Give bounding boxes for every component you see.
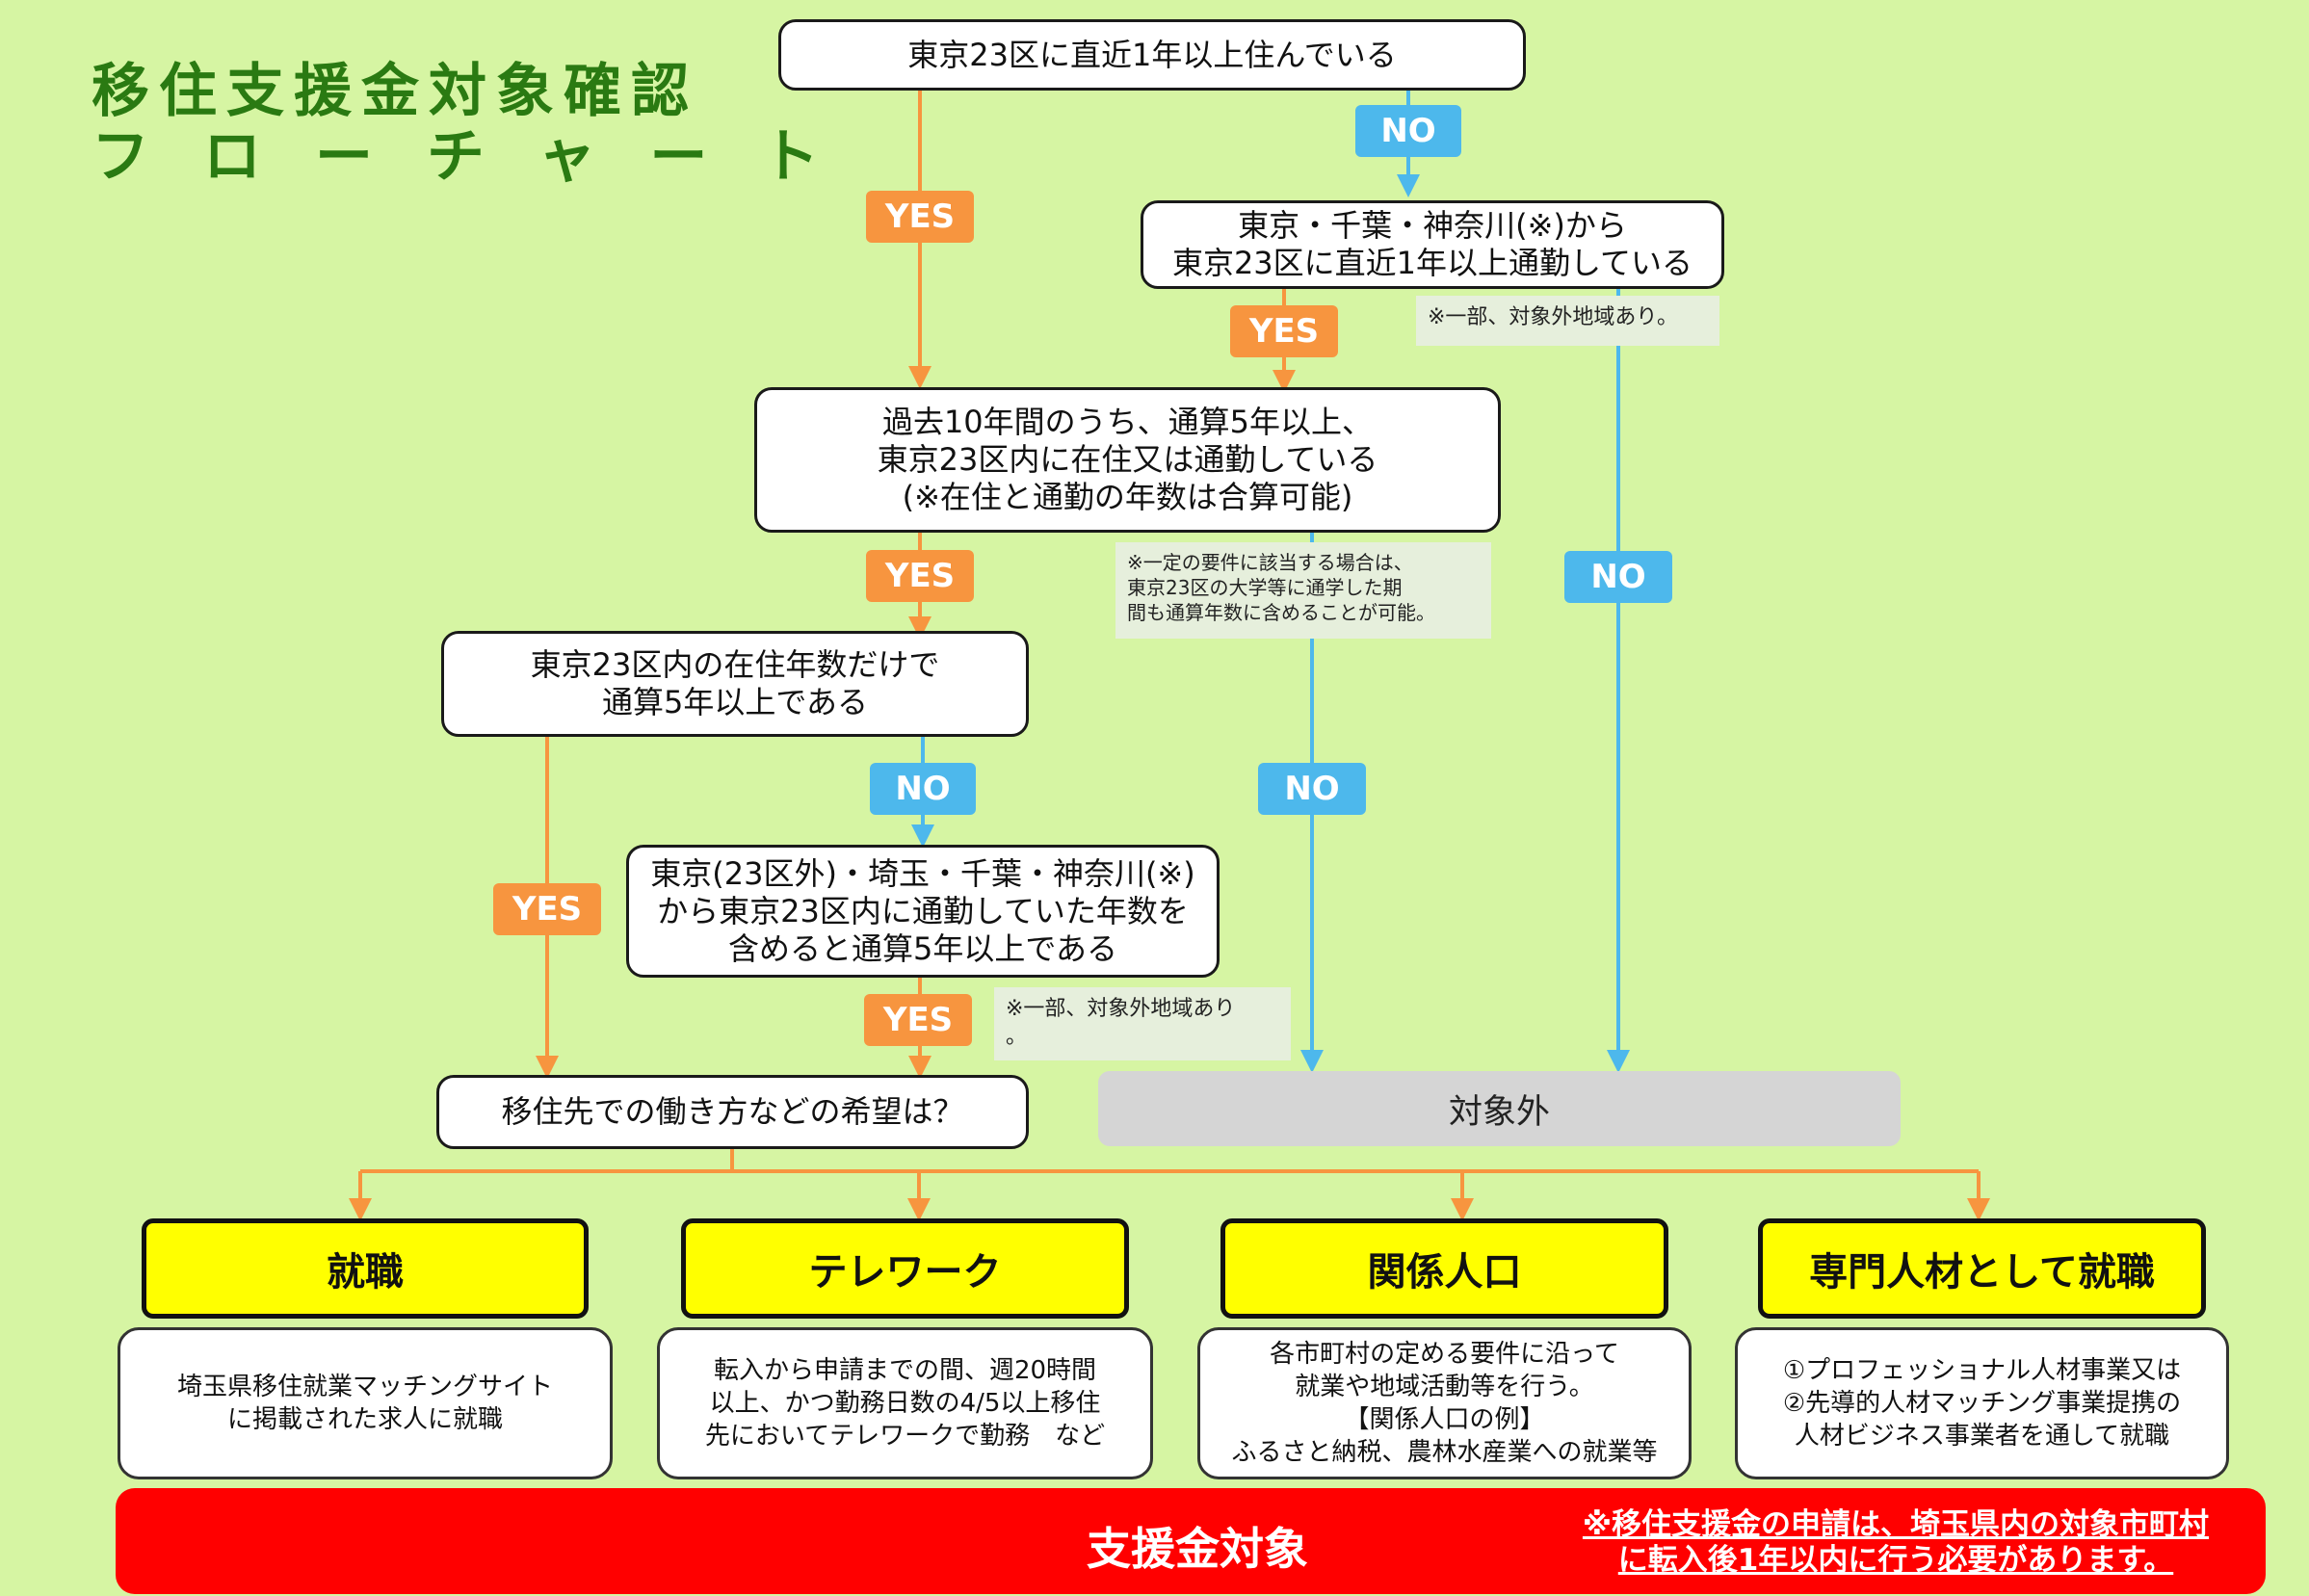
note-excluded-area-2: ※一部、対象外地域あり 。 — [994, 987, 1291, 1060]
category-telework: テレワーク — [681, 1218, 1129, 1319]
desc-specialist-employment: ①プロフェッショナル人材事業又は ②先導的人材マッチング事業提携の 人材ビジネス… — [1735, 1327, 2229, 1479]
application-deadline-note: ※移住支援金の申請は、埼玉県内の対象市町村 に転入後1年以内に行う必要があります… — [1582, 1507, 2210, 1578]
label-no-1: NO — [1355, 105, 1461, 157]
label-yes-4: YES — [493, 883, 601, 935]
desc-telework: 転入から申請までの間、週20時間 以上、かつ勤務日数の4/5以上移住 先において… — [657, 1327, 1153, 1479]
note-excluded-area-1: ※一部、対象外地域あり。 — [1416, 296, 1719, 346]
label-no-4: NO — [1258, 763, 1366, 815]
desc-employment: 埼玉県移住就業マッチングサイト に掲載された求人に就職 — [118, 1327, 613, 1479]
label-yes-5: YES — [864, 994, 972, 1046]
note-university: ※一定の要件に該当する場合は、 東京23区の大学等に通学した期 間も通算年数に含… — [1115, 542, 1491, 639]
question-box-2: 東京・千葉・神奈川(※)から 東京23区に直近1年以上通勤している — [1141, 200, 1724, 289]
question-box-4: 東京23区内の在住年数だけで 通算5年以上である — [441, 631, 1029, 737]
page-subtitle: フローチャート — [92, 123, 874, 191]
label-yes-3: YES — [866, 550, 974, 602]
question-box-6: 移住先での働き方などの希望は？ — [436, 1075, 1029, 1149]
eligible-banner — [116, 1488, 2266, 1594]
page-title: 移住支援金対象確認 — [92, 58, 698, 125]
label-yes-1: YES — [866, 191, 974, 243]
question-box-5: 東京(23区外)・埼玉・千葉・神奈川(※) から東京23区内に通勤していた年数を… — [626, 845, 1220, 978]
not-eligible-box: 対象外 — [1098, 1071, 1901, 1146]
desc-related-population: 各市町村の定める要件に沿って 就業や地域活動等を行う。 【関係人口の例】 ふるさ… — [1197, 1327, 1692, 1479]
category-specialist-employment: 専門人材として就職 — [1758, 1218, 2206, 1319]
category-related-population: 関係人口 — [1220, 1218, 1668, 1319]
category-employment: 就職 — [142, 1218, 589, 1319]
label-yes-2: YES — [1230, 305, 1338, 357]
question-box-1: 東京23区に直近1年以上住んでいる — [778, 19, 1526, 91]
label-no-2: NO — [1564, 551, 1672, 603]
eligible-label: 支援金対象 — [1087, 1523, 1308, 1575]
label-no-3: NO — [870, 763, 976, 815]
question-box-3: 過去10年間のうち、通算5年以上、 東京23区内に在住又は通勤している (※在住… — [754, 387, 1501, 533]
